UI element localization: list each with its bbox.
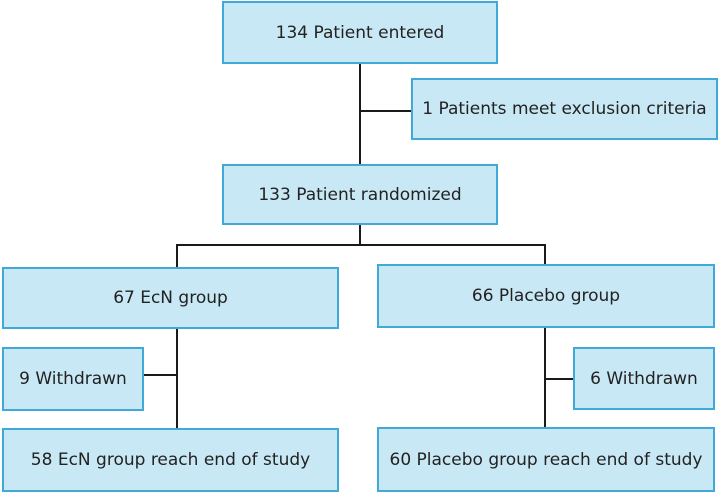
- connector-ecn-end: [176, 328, 178, 428]
- box-placebo-end-of-study: 60 Placebo group reach end of study: [377, 427, 715, 492]
- box-ecn-group: 67 EcN group: [2, 267, 339, 329]
- box-placebo-group: 66 Placebo group: [377, 264, 715, 328]
- box-exclusion-criteria: 1 Patients meet exclusion criteria: [411, 78, 718, 140]
- box-placebo-withdrawn: 6 Withdrawn: [573, 347, 715, 410]
- box-ecn-end-of-study: 58 EcN group reach end of study: [2, 428, 339, 492]
- connector-split-horizontal: [176, 244, 546, 246]
- connector-randomized-split: [359, 224, 361, 245]
- connector-split-placebo: [544, 244, 546, 264]
- box-ecn-withdrawn: 9 Withdrawn: [2, 347, 144, 411]
- connector-placebo-withdrawn: [544, 378, 575, 380]
- connector-entered-randomized: [359, 63, 361, 164]
- box-patients-entered: 134 Patient entered: [222, 1, 498, 64]
- connector-ecn-withdrawn: [143, 374, 177, 376]
- box-patients-randomized: 133 Patient randomized: [222, 164, 498, 225]
- connector-split-ecn: [176, 244, 178, 268]
- connector-exclusion: [359, 110, 412, 112]
